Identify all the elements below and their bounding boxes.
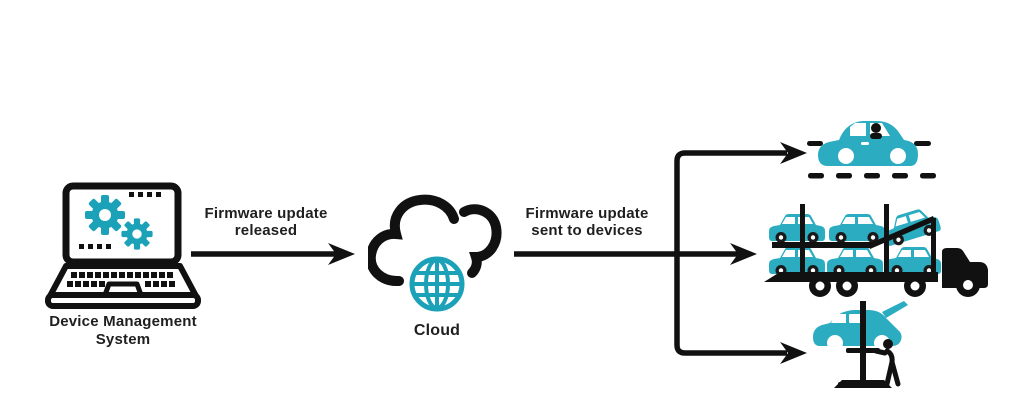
truck-wheels (809, 275, 926, 297)
laptop-screen (62, 182, 182, 266)
car-wheel (838, 148, 854, 164)
cloud-globe-icon (368, 194, 502, 312)
loaded-cars (769, 204, 943, 276)
edge-distribute-label: Firmware update sent to devices (525, 205, 649, 239)
arrowhead-distribute-icon (730, 243, 757, 265)
car-carrier-truck-icon (764, 204, 988, 297)
open-hood (882, 301, 908, 318)
driver-icon (870, 123, 882, 139)
cloud-label: Cloud (413, 322, 461, 339)
screen-dots (79, 192, 161, 249)
gear-icon (85, 195, 125, 235)
lift-post (834, 301, 892, 388)
device-management-system-label: Device Management System (49, 313, 197, 348)
arrowhead-branch-bottom-icon (780, 342, 807, 364)
arrow-branch-bottom-line (674, 254, 787, 356)
arrowhead-release-icon (328, 243, 355, 265)
keyboard-keys (67, 272, 175, 287)
mechanic-icon (873, 339, 901, 387)
car-service-lift-icon (813, 301, 908, 388)
arrow-branch-top-line (674, 150, 787, 254)
laptop-gears-icon (45, 182, 201, 309)
trailer-frame (764, 204, 938, 282)
car-wheel (827, 335, 843, 351)
road-dashes (807, 141, 936, 179)
cloud-outline (368, 194, 502, 286)
edge-release-label: Firmware update released (204, 205, 328, 239)
globe-icon (409, 256, 465, 312)
car-on-road-icon (807, 121, 936, 179)
car-wheel (890, 148, 906, 164)
laptop-bottom (45, 292, 201, 309)
arrowhead-branch-top-icon (780, 142, 807, 164)
car-windows (831, 314, 863, 323)
gear-icon (121, 218, 153, 250)
wheel-hub (963, 280, 973, 290)
